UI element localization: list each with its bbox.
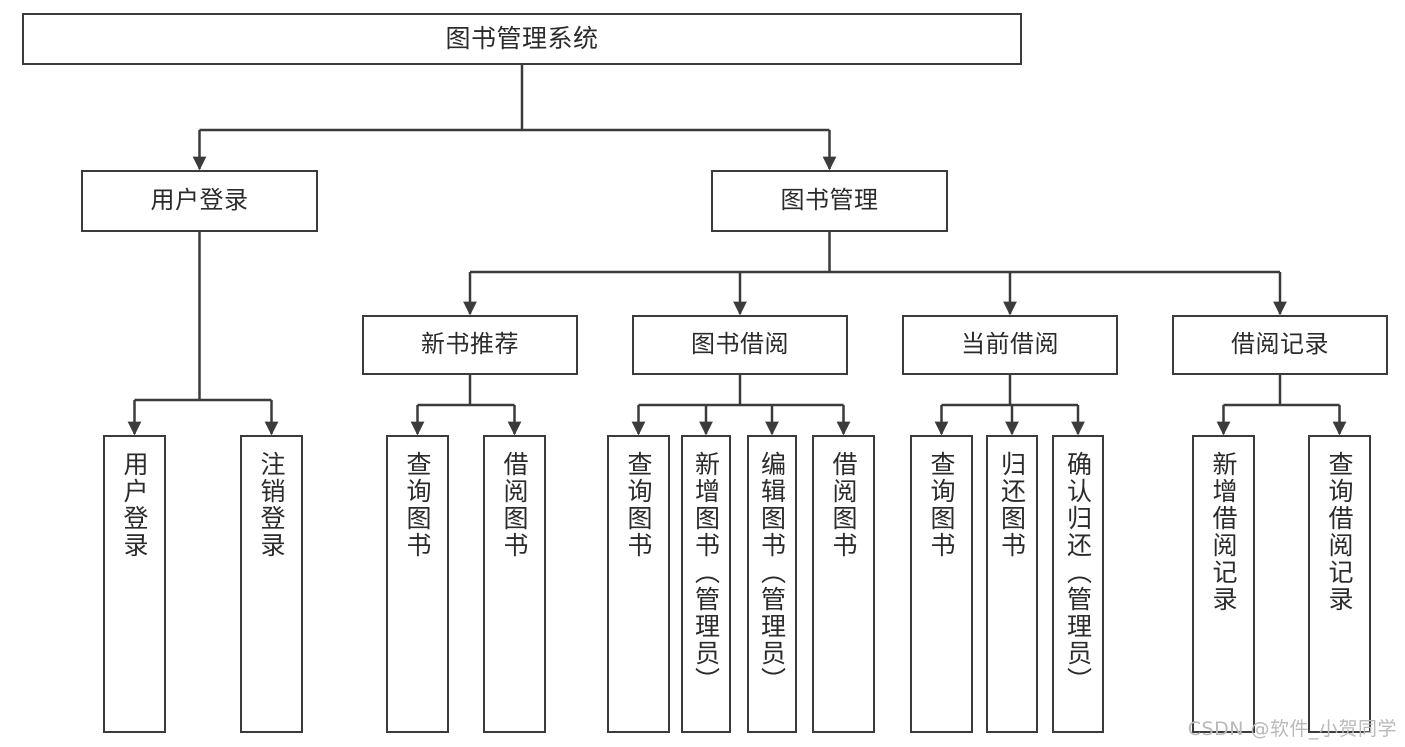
node-label: 查询图书 [624, 451, 653, 559]
node-label: 新增借阅记录 [1209, 451, 1238, 613]
node-l-addrec[interactable]: 新增借阅记录 [1192, 435, 1255, 733]
node-l-add[interactable]: 新增图书（管理员） [681, 435, 731, 733]
node-label: 确认归还（管理员） [1063, 451, 1093, 694]
node-label: 用户登录 [150, 186, 249, 215]
node-label: 用户登录 [120, 451, 149, 559]
node-l-qryrec[interactable]: 查询借阅记录 [1308, 435, 1371, 733]
node-l-query3[interactable]: 查询图书 [910, 435, 973, 733]
node-current[interactable]: 当前借阅 [902, 315, 1118, 375]
node-l-logout[interactable]: 注销登录 [240, 435, 303, 733]
node-login[interactable]: 用户登录 [81, 170, 318, 232]
node-bookmgmt[interactable]: 图书管理 [711, 170, 948, 232]
node-label: 编辑图书（管理员） [757, 451, 787, 694]
node-label: 借阅图书 [829, 451, 858, 559]
node-root[interactable]: 图书管理系统 [22, 13, 1022, 65]
node-label: 借阅记录 [1231, 330, 1329, 359]
node-label: 查询图书 [403, 451, 432, 559]
node-l-return[interactable]: 归还图书 [986, 435, 1038, 733]
node-label: 查询图书 [927, 451, 956, 559]
node-label: 当前借阅 [961, 330, 1059, 359]
node-label: 新增图书（管理员） [691, 451, 721, 694]
node-l-edit[interactable]: 编辑图书（管理员） [747, 435, 797, 733]
node-label: 图书管理 [780, 186, 879, 215]
node-label: 注销登录 [257, 451, 286, 559]
node-l-query1[interactable]: 查询图书 [386, 435, 449, 733]
node-label: 归还图书 [997, 451, 1027, 559]
node-label: 查询借阅记录 [1325, 451, 1354, 613]
node-label: 图书管理系统 [445, 23, 599, 53]
node-l-borrow2[interactable]: 借阅图书 [812, 435, 875, 733]
node-borrow[interactable]: 图书借阅 [632, 315, 848, 375]
node-l-query2[interactable]: 查询图书 [607, 435, 670, 733]
node-label: 借阅图书 [500, 451, 529, 559]
node-label: 图书借阅 [691, 330, 789, 359]
node-records[interactable]: 借阅记录 [1172, 315, 1388, 375]
node-l-confirm[interactable]: 确认归还（管理员） [1052, 435, 1104, 733]
node-label: 新书推荐 [421, 330, 519, 359]
csdn-watermark: CSDN @软件_小贺同学 [1187, 718, 1397, 740]
node-l-borrow1[interactable]: 借阅图书 [483, 435, 546, 733]
node-newbook[interactable]: 新书推荐 [362, 315, 578, 375]
node-l-login[interactable]: 用户登录 [103, 435, 166, 733]
